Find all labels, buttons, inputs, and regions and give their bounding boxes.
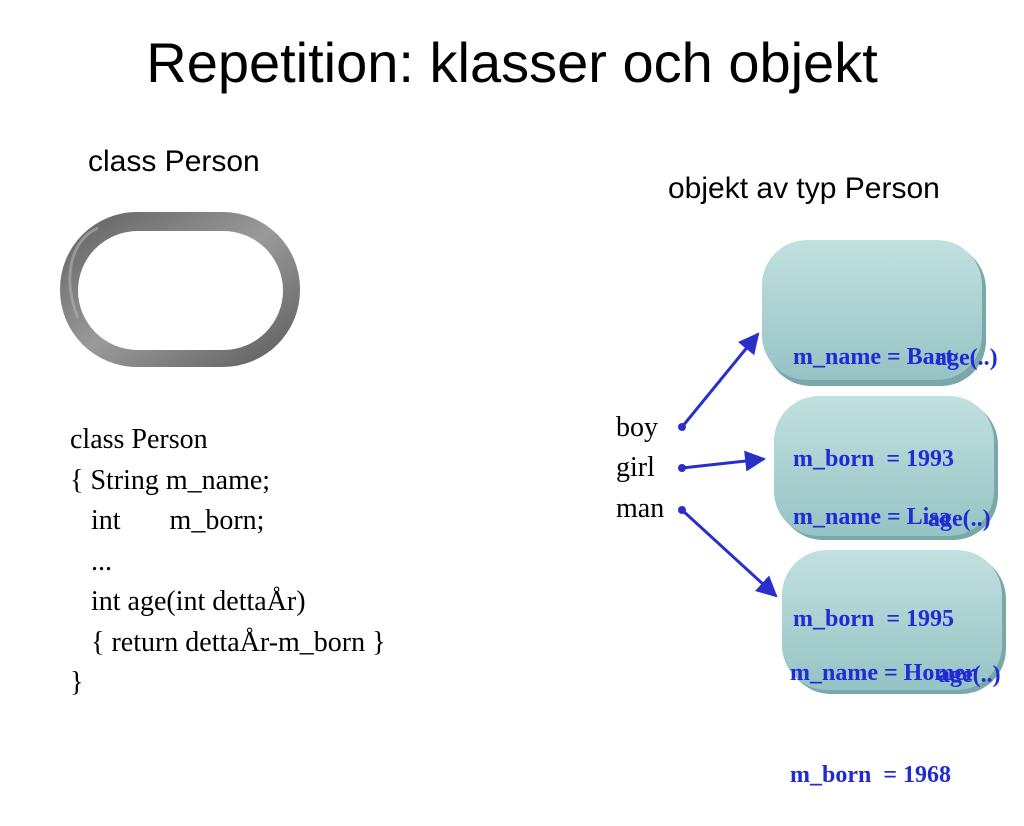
- object-method: age(..): [928, 506, 991, 532]
- object-homer-fields: m_name = Homer m_born = 1968: [790, 588, 976, 826]
- code-line: { return dettaÅr-m_born }: [70, 626, 386, 658]
- object-method: age(..): [935, 345, 998, 371]
- reference-arrows: [678, 332, 778, 598]
- object-homer: [782, 550, 1006, 694]
- code-line: class Person: [70, 424, 208, 455]
- diagram-canvas: [60, 212, 1006, 694]
- object-method: age(..): [938, 662, 1001, 688]
- variable-girl: girl: [616, 452, 655, 483]
- girl-arrow: [681, 450, 767, 472]
- variable-man: man: [616, 493, 665, 524]
- code-line: ...: [70, 545, 112, 577]
- object-bart: [762, 240, 986, 386]
- object-name-field: m_name = Homer: [790, 660, 976, 686]
- class-ring-icon: [60, 212, 300, 367]
- class-heading: class Person: [88, 145, 260, 178]
- object-lisa: [774, 396, 998, 540]
- boy-arrow: [680, 332, 760, 428]
- man-arrow: [680, 508, 778, 598]
- object-born-field: m_born = 1995: [793, 606, 955, 632]
- code-line: { String m_name;: [70, 464, 271, 496]
- object-lisa-fields: m_name = Lisa m_born = 1995: [793, 432, 954, 670]
- code-line: int age(int dettaÅr): [70, 586, 306, 617]
- objects-heading: objekt av typ Person: [668, 172, 940, 205]
- object-born-field: m_born = 1993: [793, 446, 955, 472]
- class-code-listing: class Person { String m_name; int m_born…: [70, 420, 386, 704]
- page-title: Repetition: klasser och objekt: [146, 31, 878, 94]
- code-line: }: [70, 667, 84, 698]
- object-bart-fields: m_name = Bart m_born = 1993: [793, 272, 954, 510]
- object-name-field: m_name = Lisa: [793, 504, 951, 530]
- code-line: int m_born;: [70, 505, 265, 536]
- object-name-field: m_name = Bart: [793, 344, 954, 370]
- object-born-field: m_born = 1968: [790, 762, 952, 788]
- variable-boy: boy: [616, 412, 658, 443]
